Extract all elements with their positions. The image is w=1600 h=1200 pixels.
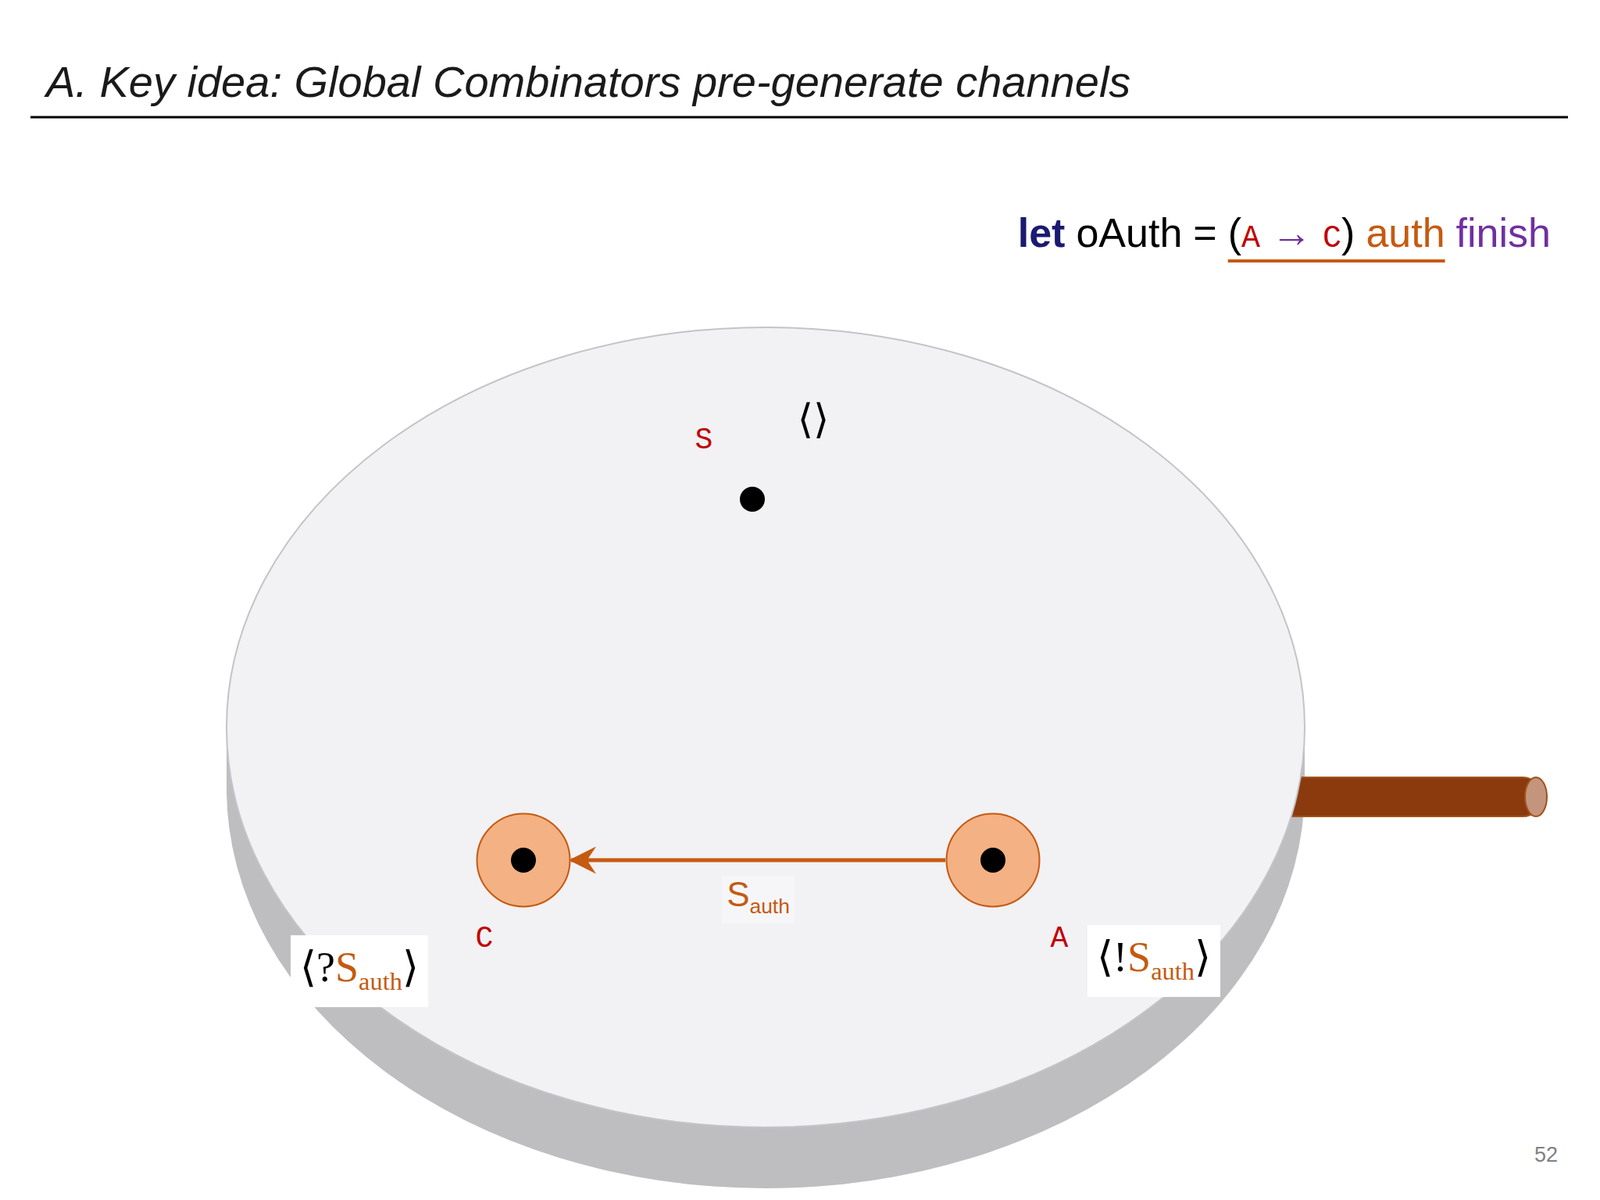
role-name: C <box>1322 223 1342 255</box>
role-name: S <box>695 425 714 456</box>
role-circle: A⟨!Sauth⟩ <box>945 812 1041 908</box>
local-type: ⟨⟩ <box>797 399 830 440</box>
handle <box>1273 777 1543 817</box>
role-circle: C⟨?Sauth⟩ <box>475 812 572 908</box>
role-name: A <box>1241 223 1261 255</box>
node-shape <box>739 485 766 513</box>
code-keyword: finish <box>1456 212 1551 254</box>
role-ring <box>946 814 1040 908</box>
code-symbol: = <box>1192 212 1217 254</box>
title-rule <box>30 116 1568 119</box>
role-point: S⟨⟩ <box>739 485 766 513</box>
channel-label: Sauth <box>721 875 795 924</box>
role-name: C <box>475 924 494 954</box>
code-name: oAuth <box>1075 212 1183 254</box>
code-symbol: ) <box>1341 212 1355 254</box>
local-type: ⟨!Sauth⟩ <box>1087 925 1221 997</box>
role-dot <box>739 486 765 512</box>
code-name: auth <box>1365 212 1445 254</box>
keyword: let <box>1017 212 1066 254</box>
role-ring <box>477 814 571 908</box>
code-arrow: → <box>1271 213 1312 254</box>
role-dot <box>510 847 536 873</box>
node-shape <box>475 812 572 908</box>
code-symbol: ( <box>1228 212 1242 254</box>
code-underline <box>1228 259 1446 263</box>
role-dot <box>980 847 1006 873</box>
channel-arrow <box>571 858 946 863</box>
page-number: 52 <box>1534 1142 1558 1168</box>
node-shape <box>945 812 1041 908</box>
local-type: ⟨?Sauth⟩ <box>290 935 429 1008</box>
disk <box>226 327 1305 1128</box>
code-line: letoAuth= (A → C)auth finish <box>1017 212 1551 255</box>
role-name: A <box>1050 924 1069 954</box>
slide-title: A. Key idea: Global Combinators pre-gene… <box>46 57 1131 107</box>
handle-end <box>1525 777 1547 817</box>
